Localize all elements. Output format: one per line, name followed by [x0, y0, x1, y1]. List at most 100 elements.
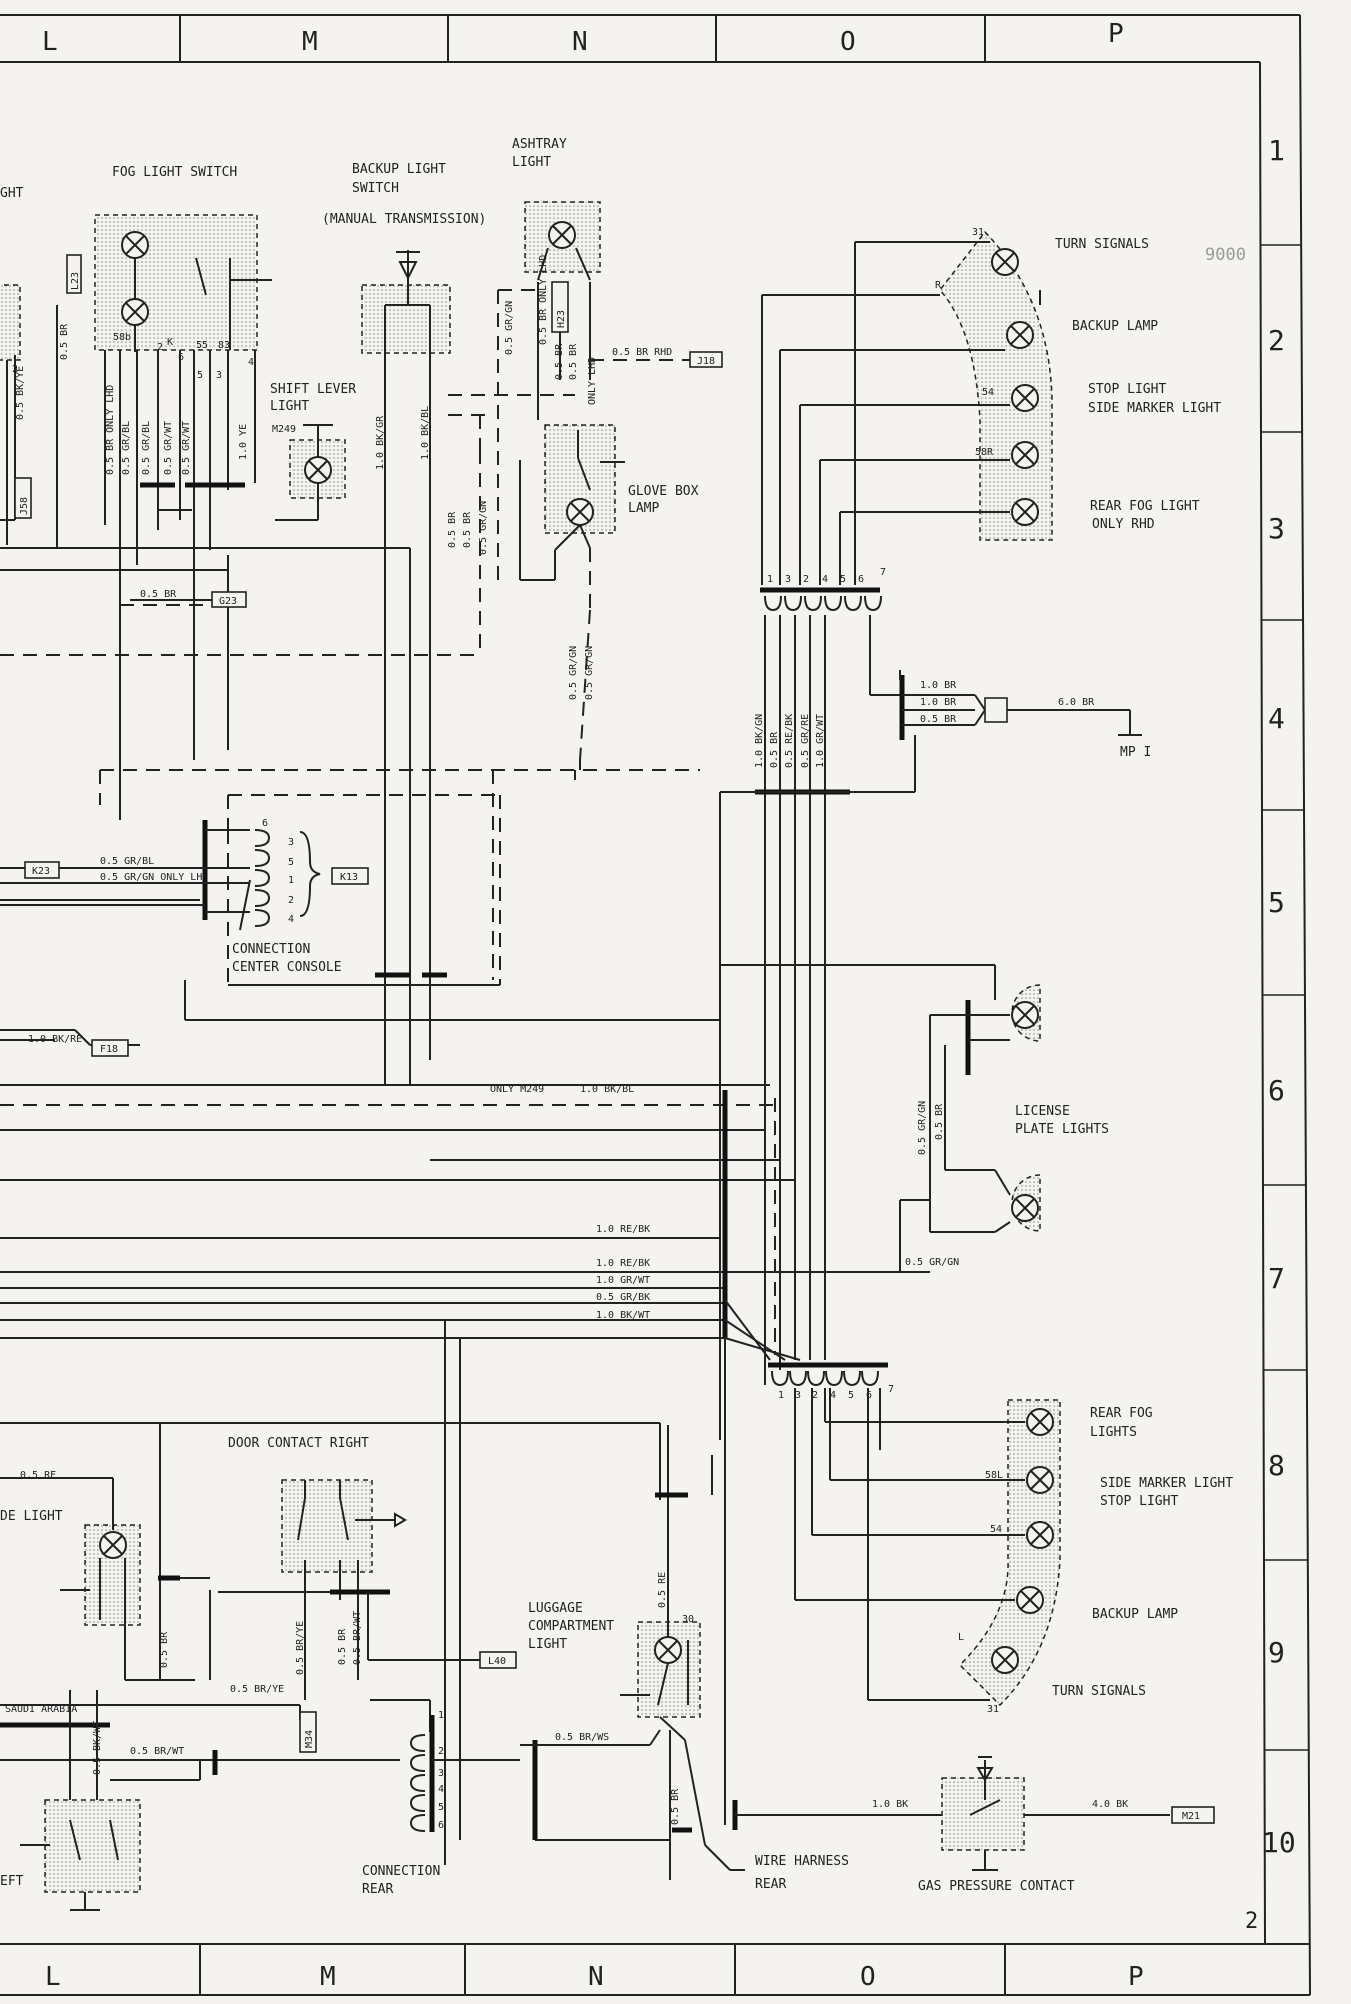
column-footer-l: L — [45, 1962, 61, 1992]
ref-h23: H23 — [556, 310, 567, 328]
wire-label-bk-wt-10: 1.0 BK/WT — [596, 1310, 650, 1321]
wire-label-bk-gr: 1.0 BK/GR — [375, 415, 386, 470]
wire-label-gr-bl-a: 0.5 GR/BL — [121, 421, 132, 475]
license-plate-label-2: PLATE LIGHTS — [1015, 1122, 1109, 1137]
wire-label-br-only-lhd-2: 0.5 BR ONLY LHD — [538, 255, 549, 345]
connection-center-label-2: CENTER CONSOLE — [232, 960, 342, 975]
ashtray-lamp-icon — [548, 221, 576, 249]
wire-label-05br-a: 0.5 BR — [59, 323, 70, 360]
turn-signals-bottom-label: TURN SIGNALS — [1052, 1684, 1146, 1699]
wire-label-10bk: 1.0 BK — [872, 1799, 908, 1810]
fog-switch-wiring — [0, 305, 411, 1085]
wire-label-gr-wt-b: 0.5 GR/WT — [181, 421, 192, 475]
connection-rear-pin-1: 1 — [438, 1710, 444, 1721]
backup-switch-label-3: (MANUAL TRANSMISSION) — [322, 212, 486, 227]
backup-switch-label-1: BACKUP LIGHT — [352, 162, 446, 177]
center-console-pin-4: 4 — [288, 914, 294, 925]
backup-lamp-bottom-icon — [1016, 1586, 1044, 1614]
luggage-label-3: LIGHT — [528, 1637, 567, 1652]
wire-label-gr-gn-b: 0.5 GR/GN — [478, 501, 489, 555]
fog-switch-illumination-lamp-icon — [121, 298, 149, 326]
luggage-lamp-icon — [654, 1636, 682, 1664]
wire-label-gr-gn-c: 0.5 GR/GN — [568, 646, 579, 700]
wire-label-05br-g: 0.5 BR — [920, 714, 957, 725]
connector-top-pin-7: 7 — [880, 567, 886, 578]
ref-box-l23 — [66, 254, 82, 294]
ref-box-f18 — [91, 1039, 129, 1057]
wire-label-05br-d: 0.5 BR — [447, 511, 458, 548]
fog-switch-terminal-2: 2 — [157, 342, 163, 353]
connector-bottom-pin-6: 6 — [866, 1390, 872, 1401]
terminal-30: 30 — [682, 1614, 694, 1625]
ref-box-k23 — [24, 861, 60, 879]
column-footer-m: M — [320, 1962, 336, 1992]
row-label-4: 4 — [1268, 702, 1285, 735]
row-label-5: 5 — [1268, 886, 1285, 919]
wire-label-gr-wt-c: 1.0 GR/WT — [815, 714, 826, 768]
fog-light-switch-label: FOG LIGHT SWITCH — [112, 165, 237, 180]
connection-rear-pin-6: 6 — [438, 1820, 444, 1831]
left-partial-label-mid: DE LIGHT — [0, 1509, 63, 1524]
rear-fog-label-2: ONLY RHD — [1092, 517, 1155, 532]
wire-label-only-m249: ONLY M249 — [490, 1084, 544, 1095]
wire-label-05br-h: 0.5 BR — [934, 1103, 945, 1140]
backup-lamp-top-label: BACKUP LAMP — [1072, 319, 1158, 334]
wire-label-gr-wt-a: 0.5 GR/WT — [163, 421, 174, 475]
fog-switch-terminal-3: 3 — [216, 370, 222, 381]
left-partial-label-top: GHT — [0, 186, 24, 201]
license-plate-lights — [720, 964, 1041, 1273]
connector-bottom-pin-1: 1 — [778, 1390, 784, 1401]
backup-switch-label-2: SWITCH — [352, 181, 399, 196]
page-stamp: 9000 — [1205, 245, 1246, 265]
wire-label-gr-gn-f: 0.5 GR/GN — [905, 1257, 959, 1268]
wire-label-10br-a: 1.0 BR — [920, 680, 957, 691]
fog-switch-terminal-83: 83 — [218, 340, 230, 351]
connector-top-pin-5: 5 — [840, 574, 846, 585]
ref-m21: M21 — [1182, 1811, 1200, 1822]
wire-label-br-rhd: 0.5 BR RHD — [612, 347, 672, 358]
shift-lever-light — [275, 424, 346, 521]
column-footer-p: P — [1128, 1962, 1144, 1992]
row-label-1: 1 — [1268, 134, 1285, 167]
main-horizontal-harness — [0, 1039, 900, 1865]
door-contact-right — [218, 1479, 480, 1700]
fog-light-switch — [94, 214, 272, 352]
turn-signal-lamp-top-icon — [991, 248, 1019, 276]
stop-light-lamp-icon — [1011, 384, 1039, 412]
wire-label-40bk: 4.0 BK — [1092, 1799, 1128, 1810]
wire-label-05br-b: 0.5 BR — [554, 343, 565, 380]
connection-rear-label-1: CONNECTION — [362, 1864, 440, 1879]
backup-light-switch — [361, 250, 451, 1085]
side-marker-label-1: SIDE MARKER LIGHT — [1100, 1476, 1233, 1491]
wire-label-bk-bl-b: 1.0 BK/BL — [580, 1084, 634, 1095]
license-plate-lamp-top-icon — [1011, 1001, 1039, 1029]
connector-bottom-pin-7: 7 — [888, 1384, 894, 1395]
wire-label-bk-wt-05: 0.5 BK/WT — [92, 1721, 103, 1775]
wire-label-bk-ye: 0.5 BK/YE — [15, 366, 26, 420]
ashtray-light — [524, 201, 601, 281]
wire-label-gr-gn-only-lh: 0.5 GR/GN ONLY LH — [100, 872, 202, 883]
backup-lamp-top-icon — [1006, 321, 1034, 349]
ref-box-m21 — [1171, 1806, 1215, 1824]
wire-label-gr-bl-c: 0.5 GR/BL — [100, 856, 154, 867]
wire-label-05br-g23: 0.5 BR — [140, 589, 177, 600]
connector-top-pin-6: 6 — [858, 574, 864, 585]
row-label-7: 7 — [1268, 1262, 1285, 1295]
rear-fog-label-1: REAR FOG LIGHT — [1090, 499, 1200, 514]
stop-light-label-1: STOP LIGHT — [1088, 382, 1166, 397]
wire-label-05br-k: 0.5 BR — [670, 1788, 681, 1825]
connector-bottom-pin-5: 5 — [848, 1390, 854, 1401]
wire-harness-label-2: REAR — [755, 1877, 786, 1892]
wire-label-br-ye-a: 0.5 BR/YE — [295, 1621, 306, 1675]
ref-box-h23 — [551, 281, 569, 333]
column-header-p: P — [1108, 19, 1124, 49]
ashtray-label-2: LIGHT — [512, 155, 551, 170]
gas-pressure-wiring — [704, 1338, 1170, 1871]
center-console-pin-3: 3 — [288, 837, 294, 848]
ref-box-l40 — [479, 1651, 517, 1669]
bottom-cluster-wiring — [794, 1388, 1025, 1701]
fog-switch-terminal-4: 4 — [248, 357, 254, 368]
wire-label-re-bk-10a: 1.0 RE/BK — [596, 1224, 650, 1235]
fog-switch-indicator-lamp-icon — [121, 231, 149, 259]
